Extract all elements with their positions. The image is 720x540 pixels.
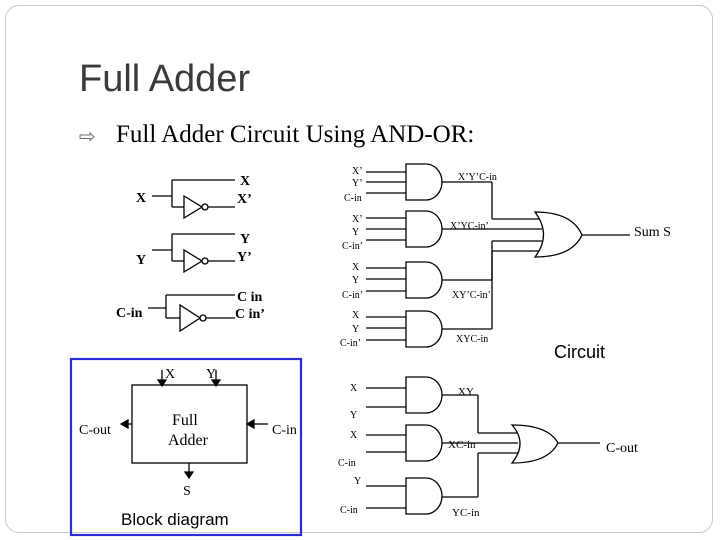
inv-y-out-bottom: Y’ xyxy=(237,250,252,265)
gate2-in2: Y xyxy=(352,227,359,238)
inverter-y xyxy=(152,233,235,274)
slide-frame xyxy=(5,5,713,533)
cgate1-in2: Y xyxy=(350,410,357,421)
gate4-in2: Y xyxy=(352,324,359,335)
block-label-adder: Adder xyxy=(168,432,209,449)
carry-and-gate-3 xyxy=(366,477,478,515)
inv-cin-input: C-in xyxy=(116,306,143,321)
cgate2-in1: X xyxy=(350,430,358,441)
full-adder-box xyxy=(131,384,248,464)
gate1-in2: Y’ xyxy=(352,178,363,189)
block-input-y: Y xyxy=(206,367,216,382)
block-frame xyxy=(69,357,303,537)
cgate3-in1: Y xyxy=(354,476,361,487)
block-label-full: Full xyxy=(172,412,198,429)
cgate2-out: XC-in xyxy=(448,439,476,451)
circuit-caption: Circuit xyxy=(554,342,605,362)
sum-and-gate-2 xyxy=(366,210,492,248)
sum-output-label: Sum S xyxy=(634,225,671,240)
sum-or-gate xyxy=(533,211,583,258)
bullet-arrow-icon: ⇨ xyxy=(79,124,96,148)
gate3-in2: Y xyxy=(352,275,359,286)
cgate3-in2: C-in xyxy=(340,505,358,516)
block-carry-out: C-out xyxy=(79,423,111,438)
cgate1-out: XY xyxy=(458,386,474,398)
inv-y-input: Y xyxy=(136,253,146,268)
block-sum: S xyxy=(183,484,191,499)
inv-x-input: X xyxy=(136,191,146,206)
carry-output-label: C-out xyxy=(606,441,638,456)
gate4-in3: C-in’ xyxy=(340,338,361,349)
carry-and-gate-2 xyxy=(366,424,478,462)
gate3-out: XY’C-in’ xyxy=(452,290,491,301)
sum-and-gate-1 xyxy=(366,163,492,201)
inv-x-out-bottom: X’ xyxy=(237,192,252,207)
cgate2-in2: C-in xyxy=(338,458,356,469)
bullet-text: Full Adder Circuit Using AND-OR: xyxy=(116,121,475,148)
gate2-out: X’YC-in’ xyxy=(450,221,489,232)
inv-cin-out-bottom: C in’ xyxy=(235,307,265,322)
gate1-in1: X’ xyxy=(352,166,363,177)
gate1-out: X’Y’C-in xyxy=(458,172,497,183)
carry-or-gate xyxy=(510,424,559,464)
gate2-in3: C-in’ xyxy=(342,241,363,252)
gate3-in1: X xyxy=(352,262,360,273)
inv-x-out-top: X xyxy=(240,174,250,189)
gate4-in1: X xyxy=(352,310,360,321)
block-input-x: X xyxy=(165,367,175,382)
inv-cin-out-top: C in xyxy=(237,290,263,305)
block-carry-in: C-in xyxy=(272,423,297,438)
sum-and-gate-4 xyxy=(366,310,492,348)
sum-and-gate-3 xyxy=(366,261,492,299)
inverter-cin xyxy=(148,294,235,333)
cgate3-out: YC-in xyxy=(452,507,480,519)
gate3-in3: C-in’ xyxy=(342,290,363,301)
carry-and-gate-1 xyxy=(366,376,478,414)
gate2-in1: X’ xyxy=(352,214,363,225)
block-caption: Block diagram xyxy=(121,510,229,529)
inverter-x xyxy=(152,179,235,220)
cgate1-in1: X xyxy=(350,383,358,394)
inv-y-out-top: Y xyxy=(240,232,250,247)
slide-title: Full Adder xyxy=(79,58,251,100)
gate4-out: XYC-in xyxy=(456,334,488,345)
gate1-in3: C-in xyxy=(344,193,362,204)
